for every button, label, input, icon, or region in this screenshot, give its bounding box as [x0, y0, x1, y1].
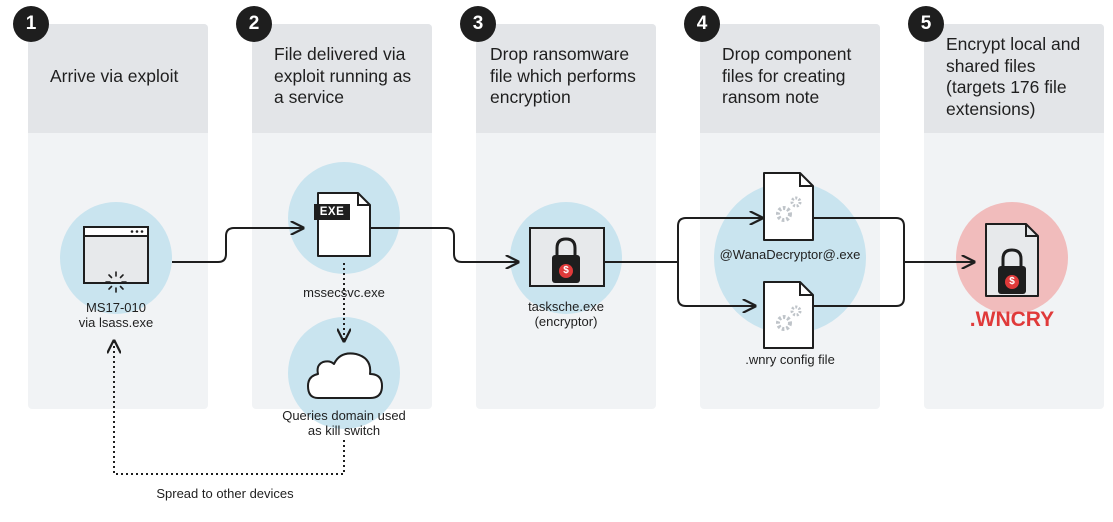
step-5-title: Encrypt local and shared files (targets …	[946, 34, 1081, 119]
config-file-icon	[763, 281, 814, 349]
step-2-column: File delivered via exploit running as a …	[252, 24, 432, 409]
decryptor-file-label: @WanaDecryptor@.exe	[719, 247, 861, 262]
step-3-number: 3	[460, 6, 496, 42]
exe-badge-label: EXE	[319, 206, 345, 218]
step-3-header	[476, 24, 656, 133]
service-file-label: mssecsvc.exe	[303, 285, 385, 300]
step-4-number: 4	[684, 6, 720, 42]
step-5-number: 5	[908, 6, 944, 42]
browser-window-icon	[83, 226, 149, 284]
monitor-lock-icon	[529, 227, 605, 287]
step-1-title: Arrive via exploit	[50, 66, 179, 86]
exploit-label-2: via lsass.exe	[78, 315, 154, 330]
step-4-title: Drop component files for creating ransom…	[722, 44, 852, 107]
step-2-header	[252, 24, 432, 133]
step-1-number: 1	[13, 6, 49, 42]
encrypted-dollar-sign: $	[1009, 276, 1015, 287]
step-3-title: Drop ransomware file which performs encr…	[490, 44, 636, 107]
encrypted-file-icon	[985, 223, 1039, 297]
exploit-label-1: MS17-010	[86, 300, 146, 315]
step-1-header	[28, 24, 208, 133]
exe-file-icon	[314, 192, 371, 257]
config-file-label: .wnry config file	[745, 352, 835, 367]
wncry-extension-label: .WNCRY	[969, 308, 1055, 331]
spread-label: Spread to other devices	[156, 486, 294, 501]
killswitch-label-2: as kill switch	[307, 423, 381, 438]
step-2-number: 2	[236, 6, 272, 42]
encryptor-label-1: tasksche.exe	[528, 299, 604, 314]
exploit-burst-icon	[105, 271, 127, 293]
step-2-title: File delivered via exploit running as a …	[274, 44, 412, 107]
step-5-header	[924, 24, 1104, 133]
decryptor-file-icon	[763, 172, 814, 241]
killswitch-label-1: Queries domain used	[282, 408, 406, 423]
encryptor-label-2: (encryptor)	[534, 314, 598, 329]
step-4-header	[700, 24, 880, 133]
cloud-icon	[307, 352, 383, 399]
encryptor-dollar-sign: $	[563, 265, 569, 276]
